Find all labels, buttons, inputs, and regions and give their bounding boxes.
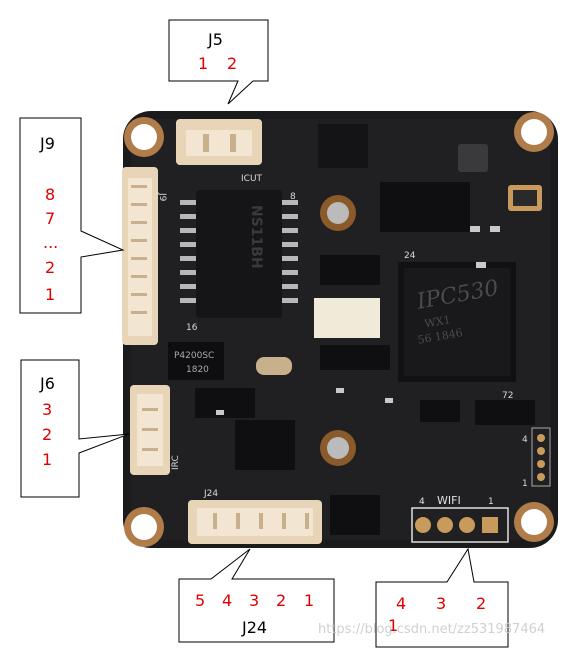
j9-pin-ellipsis: ... [43,233,59,252]
j24-title: J24 [242,618,268,637]
dark-component [458,144,488,172]
wifi-header-pads [411,507,509,543]
j9-title: J9 [40,134,55,153]
center-mounting-hole-upper [320,195,356,231]
j5-connector [176,119,262,165]
j6-pin-2: 2 [42,425,53,444]
j24-connector [188,500,322,544]
j6-pin-1: 1 [42,450,53,469]
j6-title: J6 [40,374,55,393]
j9-connector [122,167,158,345]
wifi-pin1-silk: 1 [488,497,494,507]
inductor-label: P4200SC [174,351,214,361]
j5-pin-2: 2 [227,54,238,73]
j5-pin-1: 1 [198,54,209,73]
watermark: https://blog.csdn.net/zz531987464 [318,622,546,637]
exposed-pad [314,298,380,338]
wifi-pin-3: 3 [436,594,447,613]
pin-8-silk: 8 [290,192,296,202]
j24-pin-3: 3 [249,591,260,610]
mounting-hole-top-left [124,117,164,157]
j5-title: J5 [208,30,223,49]
soc-label-mid: WX1 [423,313,451,330]
j24-pin-4: 4 [222,591,233,610]
side-header-pads [531,427,551,487]
j6-pin-3: 3 [42,400,53,419]
icut-silk: ICUT [241,174,263,184]
pin-24-silk: 24 [404,251,416,261]
inductor-code: 1820 [186,365,209,375]
j5-callout: J5 [208,30,223,49]
regulator-chip [318,124,368,168]
j24-pin-1: 1 [304,591,315,610]
j24-pin-5: 5 [195,591,206,610]
wifi-pin4-silk: 4 [419,497,425,507]
pin-72-silk: 72 [502,391,513,401]
j24-pin-2: 2 [276,591,287,610]
crystal-oscillator [508,185,542,211]
j9-pin-8: 8 [45,185,56,204]
smd-terminals [216,226,500,415]
j5-callout-box [168,19,269,105]
transformer-label: NS11BH [248,205,264,269]
wifi-pin-4: 4 [396,594,407,613]
j6-callout-box [20,359,130,498]
j9-pin-1: 1 [45,285,56,304]
mounting-hole-bottom-right [514,502,554,542]
network-transformer [180,190,298,318]
j9-pin-7: 7 [45,209,56,228]
j9-callout-box [19,117,125,314]
main-soc-chip [398,262,516,382]
j9-pin-2: 2 [45,258,56,277]
mounting-hole-bottom-left [124,507,164,547]
wifi-silk: WIFI [437,494,461,507]
wifi-pin-1: 1 [388,616,399,635]
capacitor [256,357,292,375]
mounting-hole-top-right [514,112,554,152]
j6-connector [130,385,170,475]
irc-silk: IRC [171,455,181,470]
j24-silk: J24 [203,489,218,499]
pin-16-silk: 16 [186,323,198,333]
side-pin1-silk: 1 [522,479,528,489]
wifi-callout-box [375,547,509,648]
power-inductor [168,342,224,380]
center-mounting-hole-lower [320,430,356,466]
j9-silk: J9 [157,192,167,202]
j24-callout-box [178,548,335,643]
wifi-pin-2: 2 [476,594,487,613]
smd-components [195,182,535,535]
side-pin4-silk: 4 [522,435,528,445]
